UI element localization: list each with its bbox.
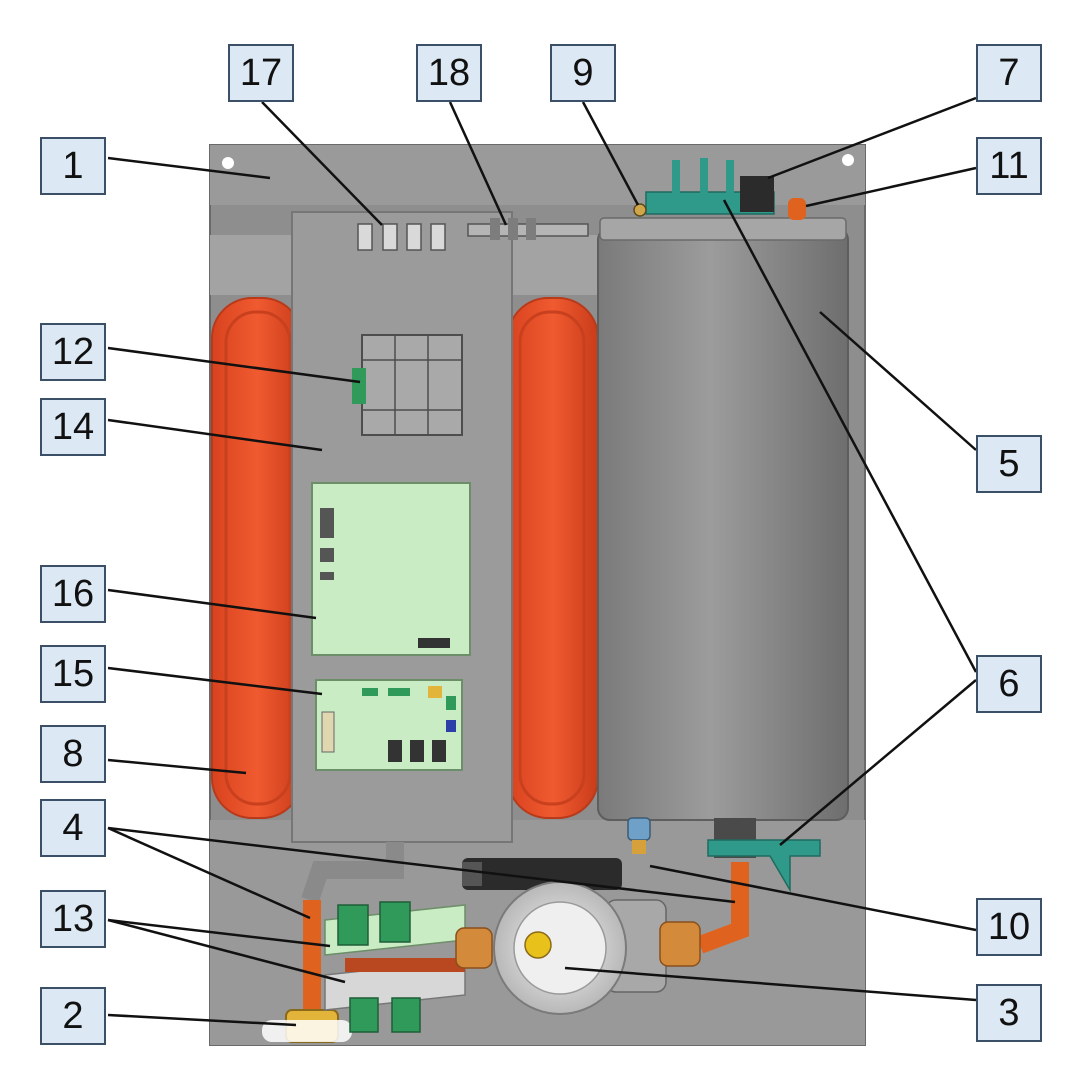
callout-label: 1 bbox=[62, 145, 84, 187]
callout-14: 14 bbox=[40, 398, 106, 456]
leader-line-11 bbox=[805, 166, 977, 208]
callout-7: 7 bbox=[976, 44, 1042, 102]
callout-10: 10 bbox=[976, 898, 1042, 956]
leader-line-2 bbox=[107, 1013, 297, 1027]
callout-label: 17 bbox=[239, 52, 283, 94]
callout-label: 13 bbox=[51, 898, 95, 940]
return-pipe-grey bbox=[301, 842, 404, 903]
callout-15: 15 bbox=[40, 645, 106, 703]
terminal-strip-18 bbox=[467, 218, 589, 240]
temperature-sensor-9 bbox=[633, 203, 647, 217]
leader-line-1 bbox=[107, 156, 271, 180]
tank-rim bbox=[224, 310, 292, 806]
leader-line-4a bbox=[107, 826, 311, 920]
callout-2: 2 bbox=[40, 987, 106, 1045]
callout-18: 18 bbox=[416, 44, 482, 102]
mounting-hole bbox=[842, 154, 854, 166]
callout-8: 8 bbox=[40, 725, 106, 783]
callout-label: 11 bbox=[989, 145, 1029, 187]
callout-5: 5 bbox=[976, 435, 1042, 493]
callout-9: 9 bbox=[550, 44, 616, 102]
callout-label: 3 bbox=[998, 992, 1020, 1034]
callout-label: 9 bbox=[572, 52, 594, 94]
leader-line-9 bbox=[581, 101, 640, 206]
contactor-12 bbox=[352, 334, 463, 436]
callout-label: 12 bbox=[51, 331, 95, 373]
leader-line-5 bbox=[819, 311, 977, 451]
display-board-16 bbox=[311, 482, 471, 656]
callout-label: 16 bbox=[51, 573, 95, 615]
callout-label: 18 bbox=[427, 52, 471, 94]
callout-label: 7 bbox=[998, 52, 1020, 94]
callout-4: 4 bbox=[40, 799, 106, 857]
callout-16: 16 bbox=[40, 565, 106, 623]
callout-label: 8 bbox=[62, 733, 84, 775]
callout-label: 6 bbox=[998, 663, 1020, 705]
heater-body bbox=[597, 227, 849, 821]
air-vent-11 bbox=[788, 198, 806, 220]
callout-label: 14 bbox=[51, 406, 95, 448]
callout-6: 6 bbox=[976, 655, 1042, 713]
frame-side-bracket bbox=[210, 235, 300, 295]
mounting-hole bbox=[222, 157, 234, 169]
leader-line-17 bbox=[261, 101, 383, 226]
callout-3: 3 bbox=[976, 984, 1042, 1042]
control-board-15 bbox=[315, 679, 463, 771]
leader-lines bbox=[107, 96, 978, 1027]
leader-line-15 bbox=[107, 666, 323, 696]
flow-sensor-cap bbox=[462, 862, 482, 886]
callout-label: 4 bbox=[62, 807, 84, 849]
leader-line-10 bbox=[649, 864, 977, 932]
callout-11: 11 bbox=[976, 137, 1042, 195]
power-terminals-13 bbox=[324, 901, 466, 1033]
circulation-pump-3 bbox=[455, 881, 701, 1015]
callout-13: 13 bbox=[40, 890, 106, 948]
leader-line-13b bbox=[107, 918, 346, 984]
flow-sensor bbox=[462, 858, 622, 890]
callout-label: 15 bbox=[51, 653, 95, 695]
callout-label: 10 bbox=[987, 906, 1031, 948]
frame-side-bracket bbox=[510, 235, 600, 295]
callout-label: 5 bbox=[998, 443, 1020, 485]
terminal-block-17 bbox=[357, 223, 446, 251]
leader-line-3 bbox=[564, 966, 977, 1002]
leader-line-6a bbox=[722, 199, 978, 673]
overheat-sensor-7 bbox=[740, 176, 774, 212]
heater-bottom-terminal bbox=[707, 839, 821, 893]
pressure-sensor-10 bbox=[627, 817, 651, 841]
leader-line-18 bbox=[448, 101, 508, 226]
leader-line-14 bbox=[107, 418, 323, 452]
heater-top-plate bbox=[599, 217, 847, 241]
leader-line-13a bbox=[107, 918, 331, 948]
callout-12: 12 bbox=[40, 323, 106, 381]
leader-line-16 bbox=[107, 588, 317, 620]
tank-rim bbox=[518, 310, 586, 806]
callout-1: 1 bbox=[40, 137, 106, 195]
callout-17: 17 bbox=[228, 44, 294, 102]
leader-line-12 bbox=[107, 346, 361, 384]
sensor-fitting bbox=[632, 840, 646, 854]
leader-line-7 bbox=[767, 96, 977, 180]
callout-label: 2 bbox=[62, 995, 84, 1037]
leader-line-4b bbox=[107, 826, 736, 904]
leader-line-8 bbox=[107, 758, 247, 775]
leader-line-6b bbox=[779, 679, 977, 846]
